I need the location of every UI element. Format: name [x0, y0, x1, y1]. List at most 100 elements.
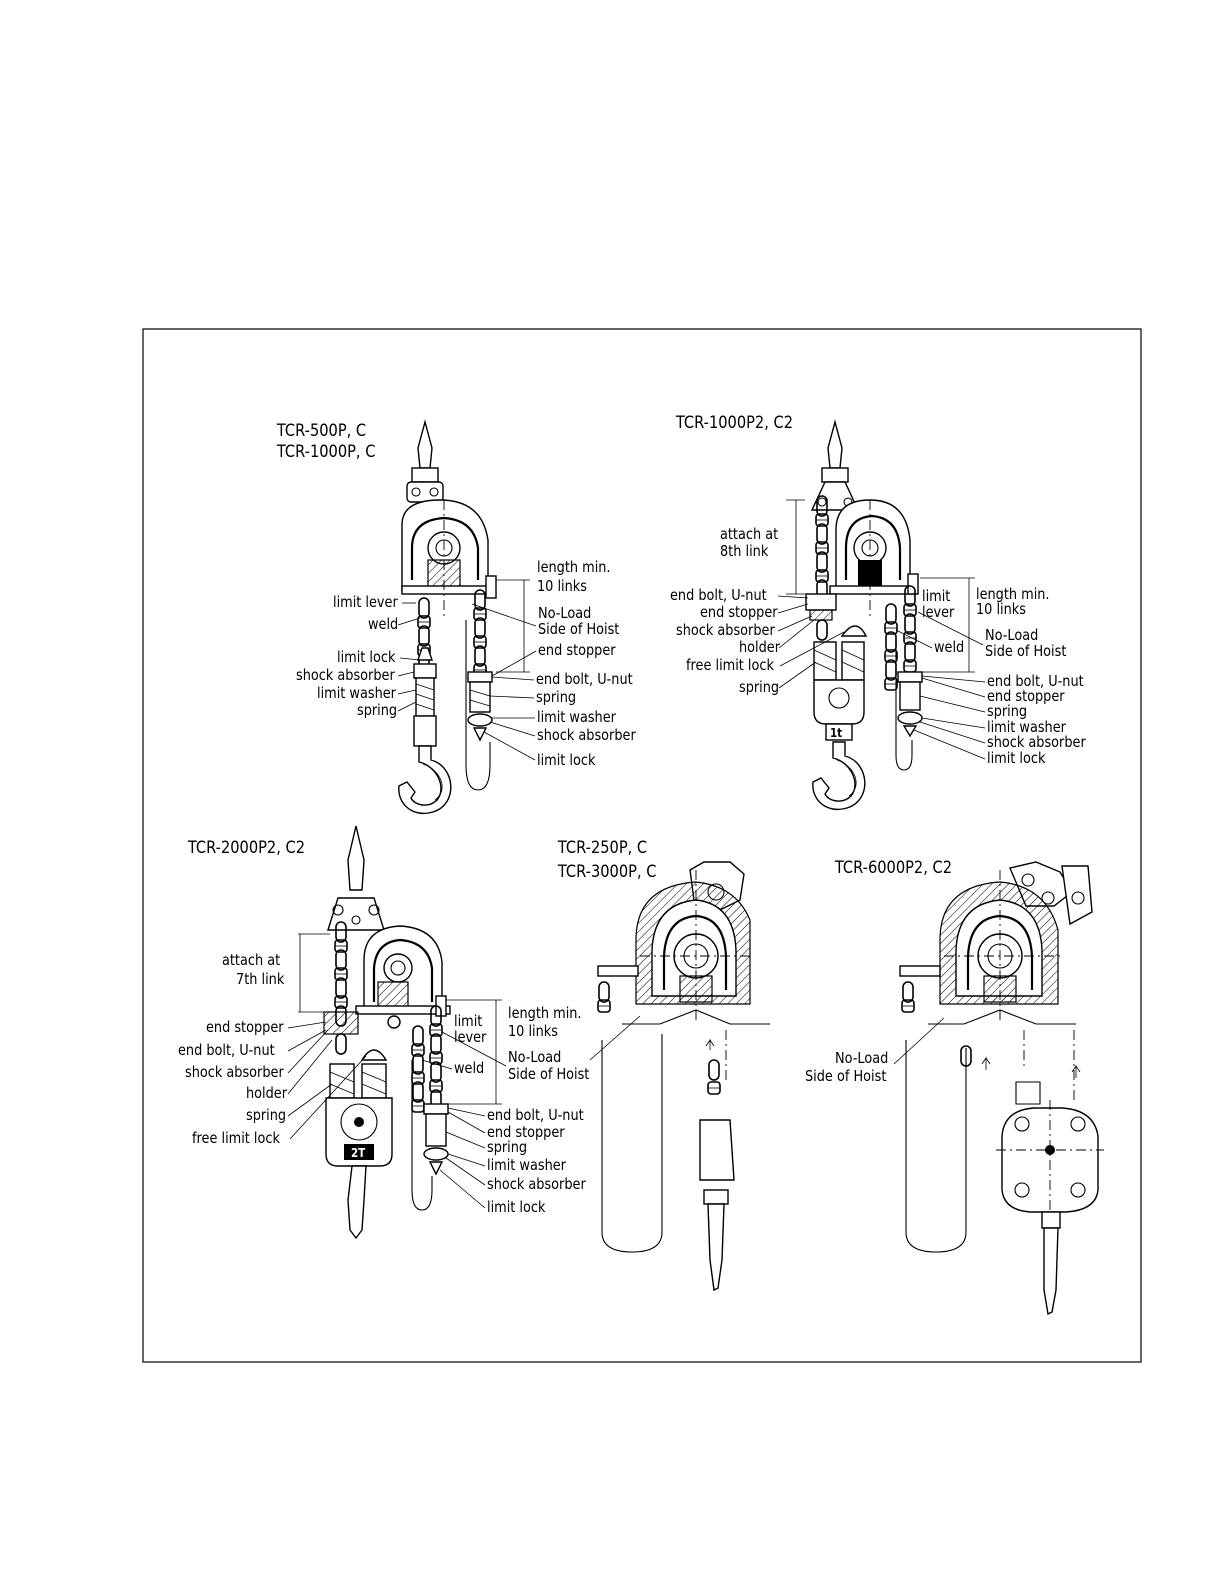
fig3-lock-part	[428, 1161, 444, 1176]
fig1-leader-spring-right	[489, 695, 535, 699]
fig1-title-line1: TCR-500P, C	[276, 420, 366, 440]
fig1-limit-lock-part	[417, 647, 433, 661]
fig2-leader-end-bolt-right	[921, 675, 986, 683]
fig4-title-line2: TCR-3000P, C	[557, 861, 657, 881]
fig4-up-arrow	[705, 1038, 715, 1050]
fig5-pin-a	[1021, 873, 1035, 887]
fig3-leader-no-load	[441, 1031, 507, 1067]
fig3-slack-chain	[430, 1006, 442, 1092]
fig3-attach-link-2	[335, 1033, 347, 1055]
fig3-leader-free-limit-lock	[289, 1055, 367, 1140]
fig2-hook-block	[821, 467, 849, 483]
fig2-label-8th-link: 8th link	[720, 543, 769, 560]
fig2-spring-coils	[813, 649, 865, 673]
fig3-label-free-limit-lock: free limit lock	[192, 1130, 281, 1147]
fig4-chain-link-b	[707, 1081, 721, 1095]
fig1-label-shock-absorber-left: shock absorber	[296, 667, 395, 684]
fig1-spring-right-coils	[469, 689, 491, 707]
fig2-base-plate	[829, 585, 915, 595]
fig5-label-side-of-hoist: Side of Hoist	[805, 1068, 887, 1085]
fig2-label-spring-right: spring	[987, 703, 1027, 720]
fig3-leader-limit-lock	[439, 1169, 486, 1209]
fig3-lever-pin	[387, 1015, 401, 1029]
fig3-leader-spring-right	[445, 1131, 486, 1149]
fig3-leader-end-stopper-right	[447, 1111, 486, 1134]
fig2-housing-inner	[844, 514, 902, 580]
fig2-absorber-part	[809, 609, 833, 621]
fig4-bottom-hook	[707, 1203, 725, 1292]
fig1-title-line2: TCR-1000P, C	[276, 441, 376, 461]
fig2-label-limit: limit	[922, 588, 951, 605]
fig2-lock-part	[902, 725, 918, 738]
fig3-label-7th-link: 7th link	[236, 971, 285, 988]
fig3-label-limit: limit	[454, 1013, 483, 1030]
fig3-hatch-block	[377, 981, 409, 1009]
fig3-sheave-hub	[354, 1117, 364, 1127]
fig1-leader-weld	[397, 617, 421, 626]
fig2-limit-lever-part	[907, 573, 919, 595]
fig3-bottom-hook	[347, 1165, 367, 1240]
fig1-leader-end-stopper	[491, 650, 537, 677]
fig2-label-lever: lever	[922, 604, 955, 621]
fig3-sprocket	[383, 953, 413, 983]
fig1-bolt-b	[429, 487, 439, 497]
fig4-leader-no-load	[589, 1015, 641, 1061]
fig2-hook-block	[813, 679, 865, 725]
fig1-leader-spring-left	[397, 701, 417, 712]
fig3-leader-holder	[287, 1039, 333, 1095]
fig2-free-limit-lock	[840, 625, 868, 637]
fig2-label-shock-absorber-right: shock absorber	[987, 734, 1086, 751]
fig3-spring-right-part	[425, 1113, 447, 1147]
fig1-label-end-bolt: end bolt, U-nut	[536, 671, 633, 688]
fig3-label-end-bolt-left: end bolt, U-nut	[178, 1042, 275, 1059]
fig2-end-stopper-right-part	[897, 671, 923, 683]
fig3-label-end-stopper-right: end stopper	[487, 1124, 565, 1141]
fig2-leader-shock-right	[919, 721, 986, 744]
fig3-leader-end-bolt-left	[287, 1029, 327, 1052]
fig3-free-limit-lock-part	[360, 1049, 388, 1061]
fig3-leader-washer	[447, 1153, 486, 1167]
fig2-label-end-stopper-left: end stopper	[700, 604, 778, 621]
fig3-label-attach-at: attach at	[222, 952, 281, 969]
fig2-weld-chain	[885, 604, 897, 690]
fig2-label-limit-lock: limit lock	[987, 750, 1046, 767]
fig1-label-10-links: 10 links	[537, 578, 587, 595]
fig1-slack-loop	[465, 620, 491, 791]
fig3-attach-chain	[335, 922, 347, 1008]
fig2-leader-spring-left	[778, 661, 817, 689]
figure-tcr-2000p2: TCR-2000P2, C2 2T	[178, 825, 590, 1240]
fig2-label-10-links: 10 links	[976, 601, 1026, 618]
fig1-washer-part	[467, 713, 493, 727]
fig2-attach-link-2	[816, 619, 828, 641]
fig3-label-end-stopper-left: end stopper	[206, 1019, 284, 1036]
fig3-leader-shock-right	[445, 1157, 486, 1186]
fig1-leader-shock-left	[397, 671, 415, 677]
fig5-bolt-d	[1070, 1182, 1086, 1198]
fig3-bolt-a	[332, 904, 344, 916]
fig2-leader-end-stopper-right	[921, 677, 986, 698]
fig5-bottom-hook	[1043, 1227, 1059, 1316]
fig3-label-limit-washer: limit washer	[487, 1157, 566, 1174]
fig2-leader-weld	[895, 629, 933, 649]
fig3-end-stopper-right-part	[423, 1103, 449, 1115]
figure-tcr-500p: TCR-500P, C TCR-1000P, C	[276, 419, 636, 815]
fig5-slack-loop	[905, 1040, 967, 1253]
fig1-leader-no-load	[471, 603, 537, 627]
fig2-leader-end-stopper-left	[777, 603, 809, 614]
fig3-sprocket-hub	[390, 960, 406, 976]
fig1-end-stopper-part	[467, 671, 493, 683]
fig2-leader-free-limit-lock	[779, 631, 845, 667]
fig5-bolt-b	[1070, 1116, 1086, 1132]
fig1-label-spring-left: spring	[357, 702, 397, 719]
fig5-title: TCR-6000P2, C2	[834, 857, 952, 877]
fig2-label-weld: weld	[934, 639, 964, 656]
fig1-slack-chain-a	[474, 590, 486, 676]
fig1-label-limit-washer-right: limit washer	[537, 709, 616, 726]
fig3-label-length-min: length min.	[508, 1005, 582, 1022]
fig2-end-stopper-part	[805, 593, 837, 611]
fig2-leader-limit-lock	[913, 729, 986, 760]
fig4-slack-loop	[601, 1034, 663, 1253]
fig2-label-shock-absorber-left: shock absorber	[676, 622, 775, 639]
